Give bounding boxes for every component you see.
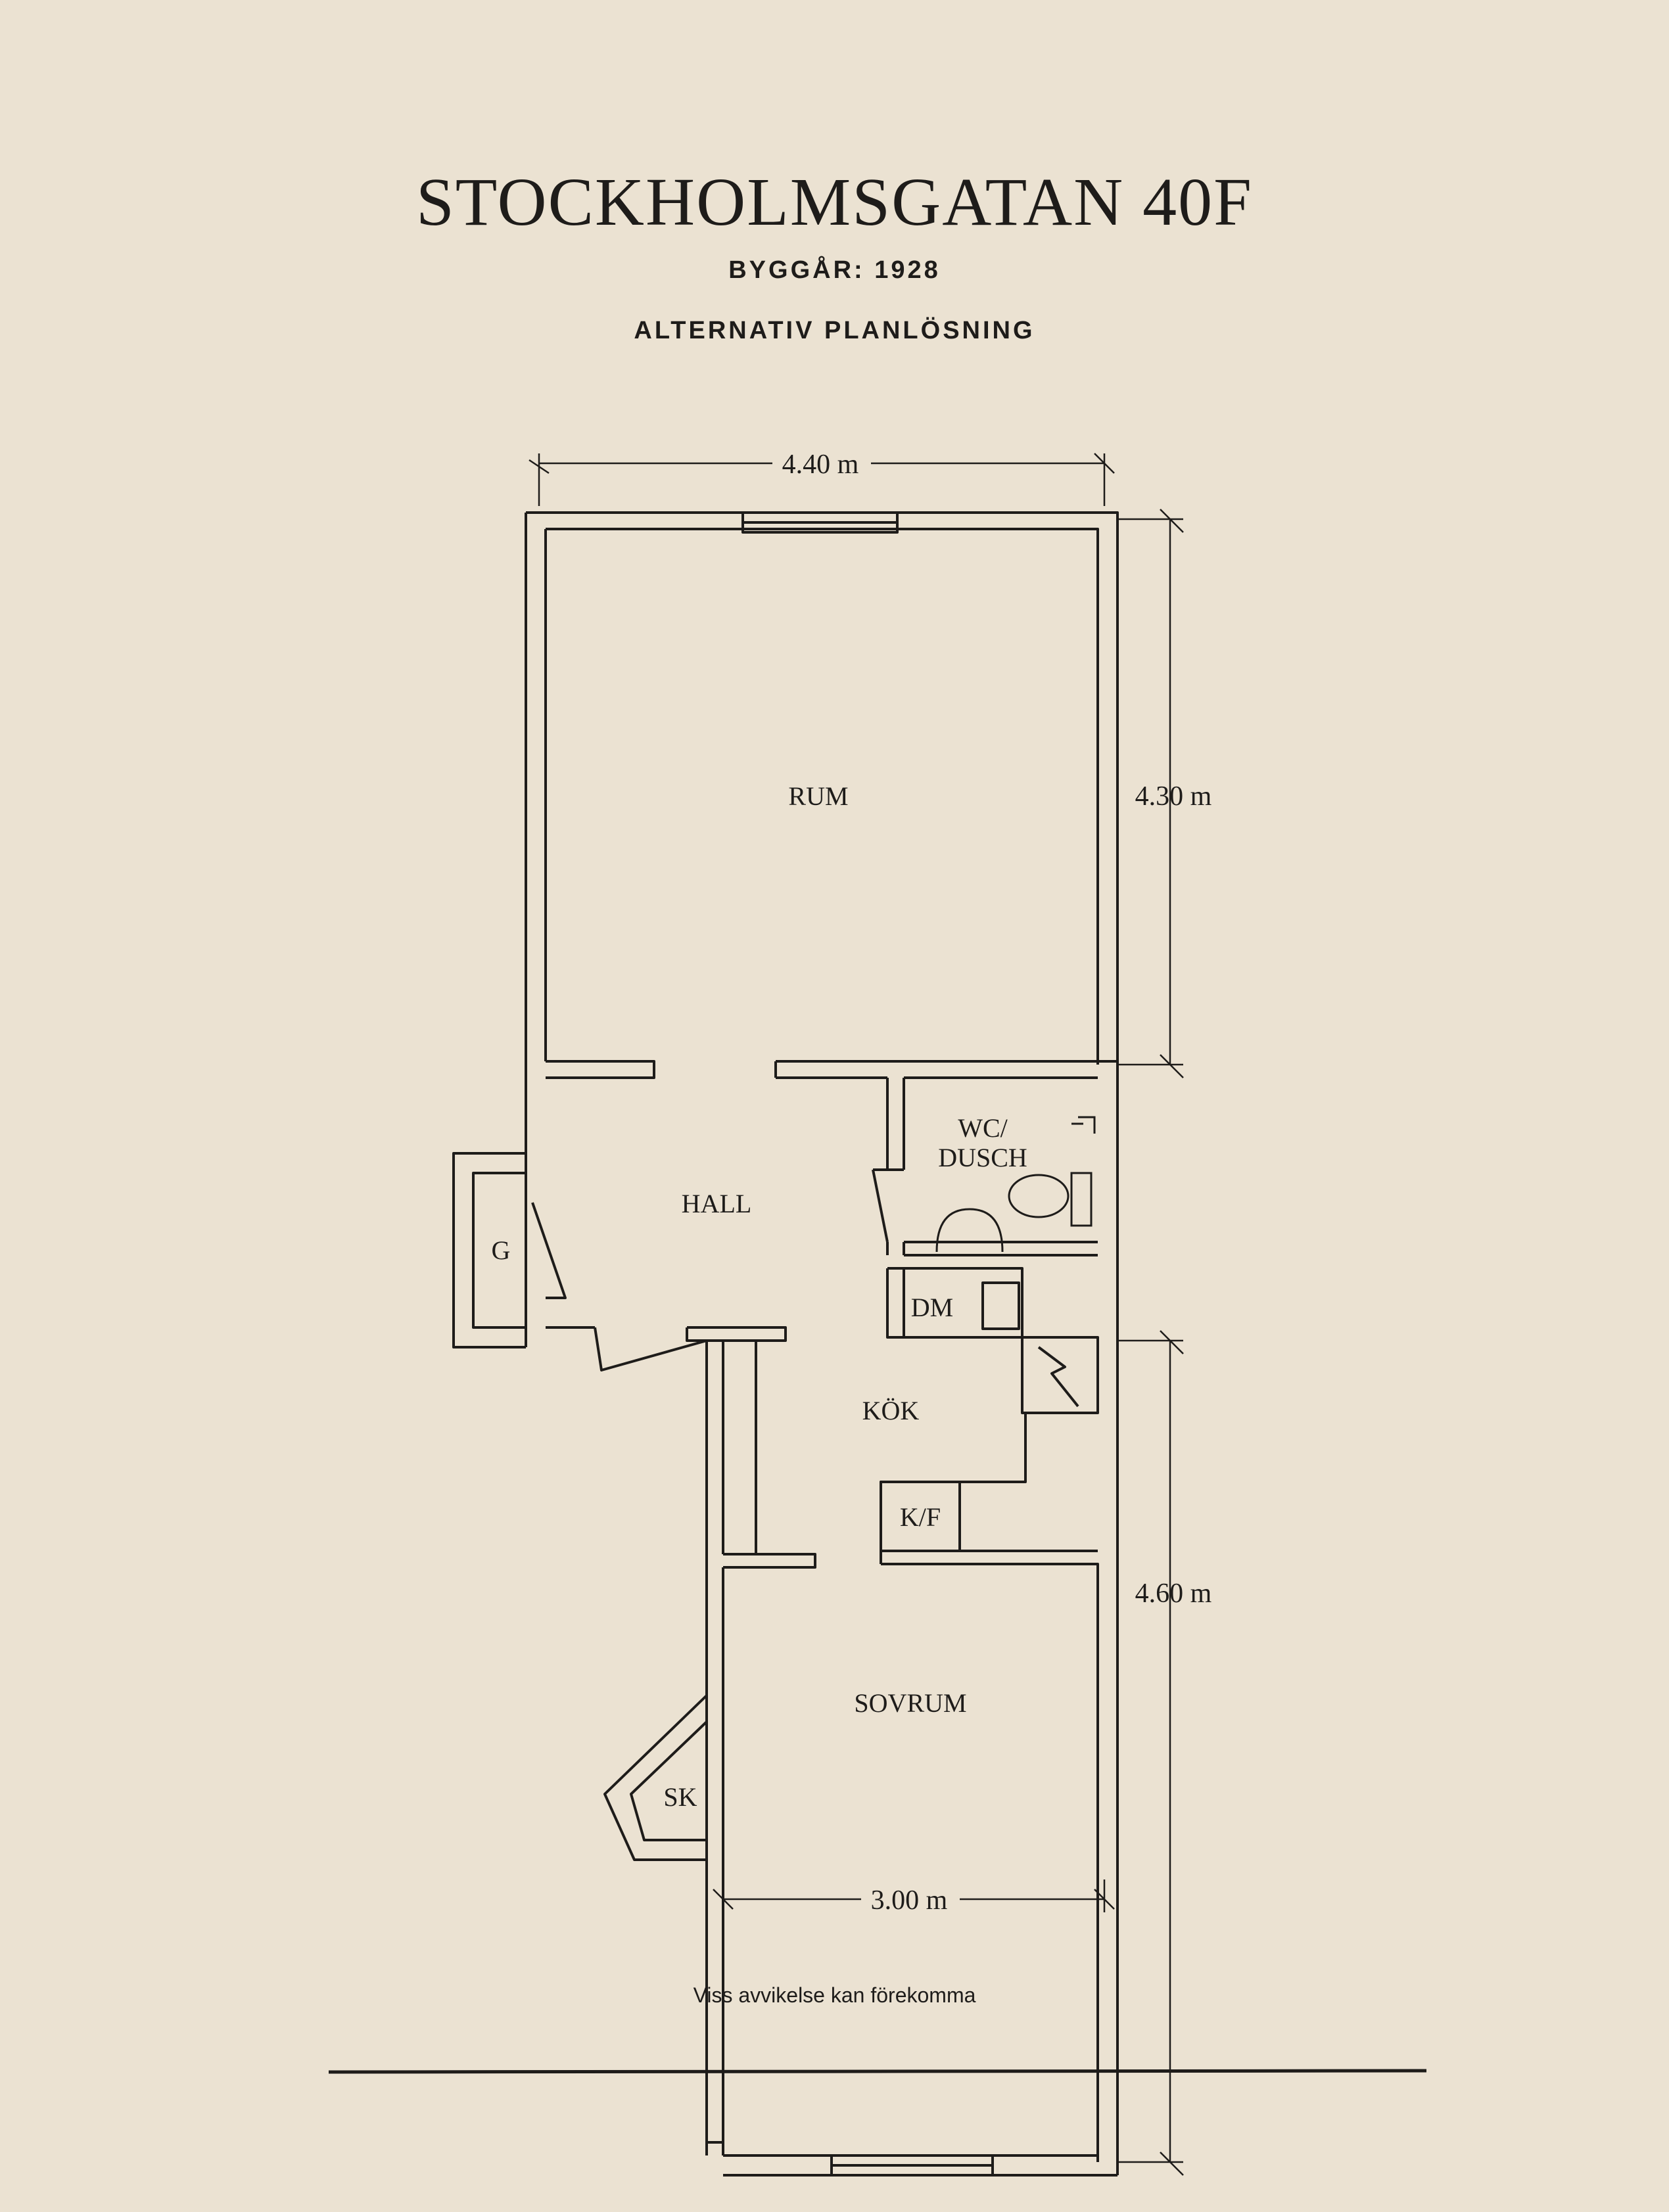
wall-corridor-door [722,1553,816,2155]
window-top [741,513,899,534]
window-bottom [830,2155,994,2175]
door-wc [872,1168,904,1243]
dim-label-top: 4.40 m [782,449,859,480]
toilet-icon [1008,1174,1070,1218]
room-label-hall: HALL [682,1189,752,1218]
room-label-kok: KÖK [862,1396,920,1425]
wall-rum-hall-right [776,1060,1117,1079]
wall-dm [886,1267,1023,1339]
door-entrance [594,1327,707,1371]
wall-sovrum-bottom [707,2141,1117,2177]
wall-corridor [705,1339,757,2155]
dim-upper-right-line [1117,509,1184,1078]
room-label-sk: SK [663,1782,697,1812]
room-label-wc-1: WC/ [958,1113,1008,1143]
wall-outer-top [525,511,1119,2175]
footer-divider [328,2069,1427,2074]
room-label-dm: DM [911,1293,953,1322]
dim-label-upper-height: 4.30 m [1135,781,1212,812]
door-closet [531,1202,567,1299]
room-label-sovrum: SOVRUM [854,1688,966,1718]
room-label-rum: RUM [788,781,848,811]
property-title: STOCKHOLMSGATAN 40F [415,164,1254,240]
wall-hall-bottom [546,1326,787,1342]
room-label-kf: K/F [900,1502,941,1532]
shower-icon [1071,1116,1096,1134]
dim-label-lower-height: 4.60 m [1135,1578,1212,1609]
plan-type: ALTERNATIV PLANLÖSNING [634,317,1035,344]
toilet-tank-icon [1070,1172,1093,1227]
kitchen-corner [1021,1336,1099,1414]
dm-appliance [981,1281,1020,1330]
walls [452,511,1119,2177]
wall-rum-hall-left [546,1060,655,1079]
dim-label-bottom: 3.00 m [871,1885,948,1916]
build-year: BYGGÅR: 1928 [728,256,941,284]
wall-wc-bottom [886,1241,1098,1256]
closet-sk [603,1694,708,1861]
dimension-lines [529,453,1184,2176]
wall-kitchen-bottom [880,1550,1099,2162]
wc-fixtures [935,1116,1096,1253]
room-label-wc-2: DUSCH [938,1143,1027,1172]
room-label-g: G [492,1235,511,1265]
closet-g [452,1152,527,1348]
wall-wc-left [886,1076,1098,1170]
disclaimer-note: Viss avvikelse kan förekomma [693,1983,976,2007]
dim-lower-right-line [1117,1330,1184,2176]
sink-icon [935,1208,1004,1253]
